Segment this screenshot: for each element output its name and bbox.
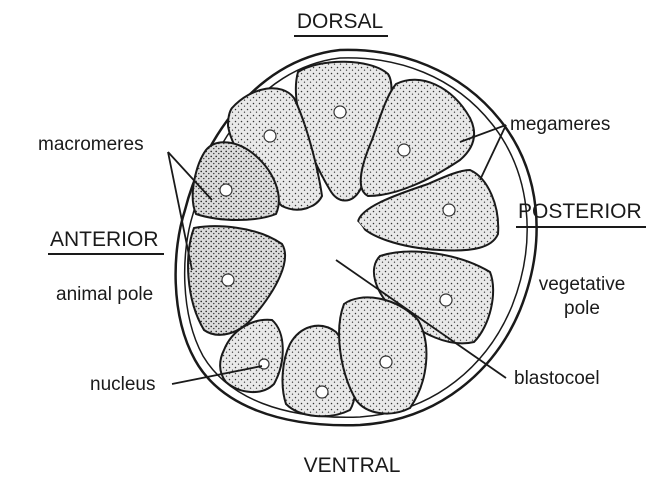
nucleus-ventral-left	[259, 359, 269, 369]
vegetative-pole-label-line2: pole	[564, 298, 600, 319]
macromeres-leader-2	[168, 152, 192, 270]
macromeres-label: macromeres	[38, 134, 144, 155]
blastocoel-label: blastocoel	[514, 368, 600, 389]
nucleus-macromere-upper	[220, 184, 232, 196]
nucleus-ventral-center	[316, 386, 328, 398]
nucleus-dorsal-left	[264, 130, 276, 142]
macromere-lower	[188, 226, 285, 335]
anterior-label: ANTERIOR	[50, 228, 159, 251]
vegetative-pole-label-line1: vegetative	[539, 274, 626, 295]
posterior-label: POSTERIOR	[518, 200, 642, 223]
dorsal-label: DORSAL	[297, 10, 383, 33]
nucleus-label: nucleus	[90, 374, 156, 395]
megameres-label: megameres	[510, 114, 610, 135]
nucleus-macromere-lower	[222, 274, 234, 286]
nucleus-dorsal-center	[334, 106, 346, 118]
nucleus-megamere-upper	[398, 144, 410, 156]
nucleus-megamere-right	[443, 204, 455, 216]
nucleus-vegetative-right	[440, 294, 452, 306]
ventral-label: VENTRAL	[304, 454, 401, 477]
animal-pole-label: animal pole	[56, 284, 153, 305]
nucleus-ventral-right	[380, 356, 392, 368]
